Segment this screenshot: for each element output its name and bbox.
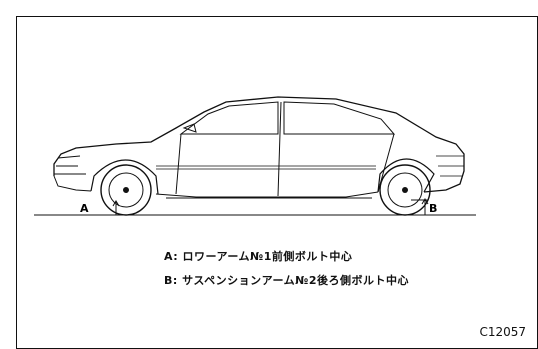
- frame-border: [16, 16, 538, 349]
- side-mirror: [182, 123, 197, 133]
- front-bumper: [53, 155, 92, 192]
- point-a-label: A: [80, 202, 89, 215]
- front-wheel: [100, 164, 152, 216]
- rear-wheel-arch: [377, 158, 435, 193]
- rear-window: [283, 101, 396, 135]
- car-body-outline: [53, 96, 465, 193]
- rear-lamp: [436, 155, 464, 177]
- diagram-frame: A B A: ロワーアーム№1前側ボルト中心 B: サスペンションアーム№2後ろ…: [16, 16, 538, 349]
- front-wheel-arch: [90, 159, 159, 195]
- point-b-label: B: [429, 202, 437, 215]
- front-window: [179, 101, 279, 135]
- rear-wheel: [379, 164, 431, 216]
- car-side-view-drawing: A B: [16, 16, 538, 349]
- figure-code: C12057: [479, 325, 526, 339]
- side-molding: [156, 165, 376, 170]
- legend-item-b: B: サスペンションアーム№2後ろ側ボルト中心: [164, 274, 410, 287]
- door-lines: [175, 101, 395, 197]
- point-a-marker: [112, 200, 120, 215]
- point-b-marker: [411, 198, 429, 215]
- legend-item-a: A: ロワーアーム№1前側ボルト中心: [164, 250, 353, 263]
- rocker-panel: [155, 191, 379, 199]
